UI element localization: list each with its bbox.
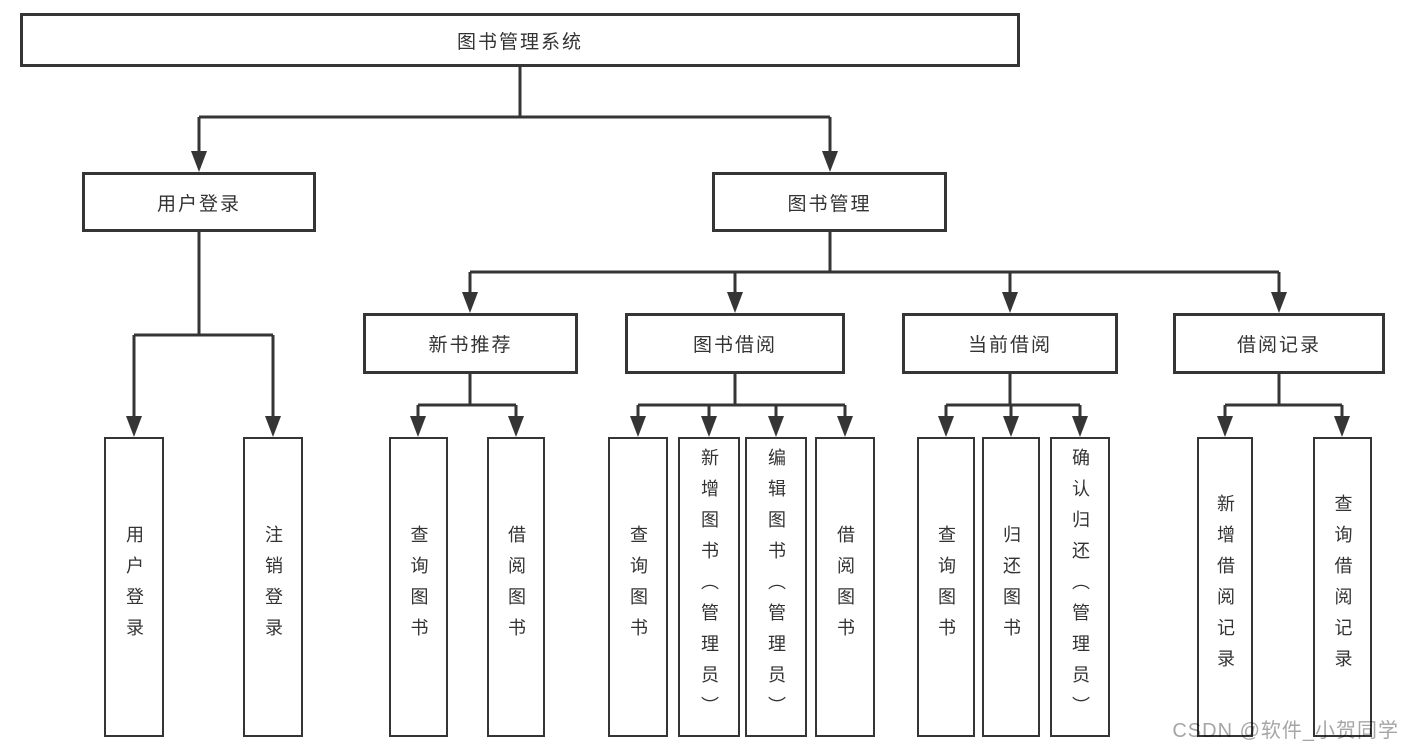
node-leaf-query-books-1-label: 查询图书 (408, 525, 429, 649)
arrow-icon (1334, 416, 1350, 437)
node-leaf-borrow-books-2-label: 借阅图书 (835, 525, 855, 649)
node-leaf-add-books-admin: 新增图书（管理员） (678, 437, 740, 737)
node-leaf-query-books-1: 查询图书 (389, 437, 448, 737)
node-leaf-borrow-books-1: 借阅图书 (487, 437, 545, 737)
arrow-icon (938, 416, 954, 437)
arrow-icon (1271, 292, 1287, 313)
arrow-icon (822, 151, 838, 172)
node-leaf-user-login-label: 用户登录 (124, 525, 144, 649)
node-leaf-return-books: 归还图书 (982, 437, 1040, 737)
node-root: 图书管理系统 (20, 13, 1020, 67)
node-leaf-edit-books-admin-label: 编辑图书（管理员） (766, 447, 786, 727)
node-user-login: 用户登录 (82, 172, 316, 232)
node-book-borrowing-label: 图书借阅 (692, 335, 777, 356)
arrow-icon (126, 416, 142, 437)
arrow-icon (1217, 416, 1233, 437)
arrow-icon (191, 151, 207, 172)
node-book-management: 图书管理 (712, 172, 947, 232)
node-leaf-logout-label: 注销登录 (263, 525, 283, 649)
arrow-icon (1072, 416, 1088, 437)
node-leaf-query-books-2: 查询图书 (608, 437, 668, 737)
node-leaf-query-books-2-label: 查询图书 (628, 525, 648, 649)
arrow-icon (727, 292, 743, 313)
node-new-book-recommend: 新书推荐 (363, 313, 578, 374)
node-leaf-query-borrow-record: 查询借阅记录 (1313, 437, 1372, 737)
node-book-management-label: 图书管理 (787, 193, 872, 215)
node-borrowing-records: 借阅记录 (1173, 313, 1385, 374)
node-leaf-add-borrow-record-label: 新增借阅记录 (1215, 494, 1235, 680)
node-root-label: 图书管理系统 (456, 31, 583, 53)
node-book-borrowing: 图书借阅 (625, 313, 845, 374)
node-leaf-user-login: 用户登录 (104, 437, 164, 737)
node-leaf-return-books-label: 归还图书 (1001, 525, 1021, 649)
arrow-icon (410, 416, 426, 437)
arrow-icon (508, 416, 524, 437)
node-leaf-query-borrow-record-label: 查询借阅记录 (1332, 494, 1353, 680)
node-current-borrowing: 当前借阅 (902, 313, 1118, 374)
node-leaf-query-books-3-label: 查询图书 (936, 525, 956, 649)
node-new-book-recommend-label: 新书推荐 (428, 335, 513, 356)
node-leaf-query-books-3: 查询图书 (917, 437, 975, 737)
csdn-watermark: CSDN @软件_小贺同学 (1172, 720, 1399, 742)
node-leaf-edit-books-admin: 编辑图书（管理员） (745, 437, 807, 737)
node-leaf-add-borrow-record: 新增借阅记录 (1197, 437, 1253, 737)
arrow-icon (837, 416, 853, 437)
node-leaf-confirm-return-admin: 确认归还（管理员） (1050, 437, 1110, 737)
arrow-icon (701, 416, 717, 437)
arrow-icon (630, 416, 646, 437)
node-borrowing-records-label: 借阅记录 (1236, 335, 1321, 356)
node-leaf-add-books-admin-label: 新增图书（管理员） (699, 447, 719, 727)
node-leaf-borrow-books-2: 借阅图书 (815, 437, 875, 737)
node-current-borrowing-label: 当前借阅 (967, 335, 1052, 356)
arrow-icon (768, 416, 784, 437)
arrow-icon (1002, 292, 1018, 313)
arrow-icon (265, 416, 281, 437)
node-leaf-logout: 注销登录 (243, 437, 303, 737)
arrow-icon (1003, 416, 1019, 437)
node-leaf-borrow-books-1-label: 借阅图书 (506, 525, 526, 649)
arrow-icon (462, 292, 478, 313)
node-user-login-label: 用户登录 (156, 193, 241, 215)
node-leaf-confirm-return-admin-label: 确认归还（管理员） (1070, 447, 1090, 727)
